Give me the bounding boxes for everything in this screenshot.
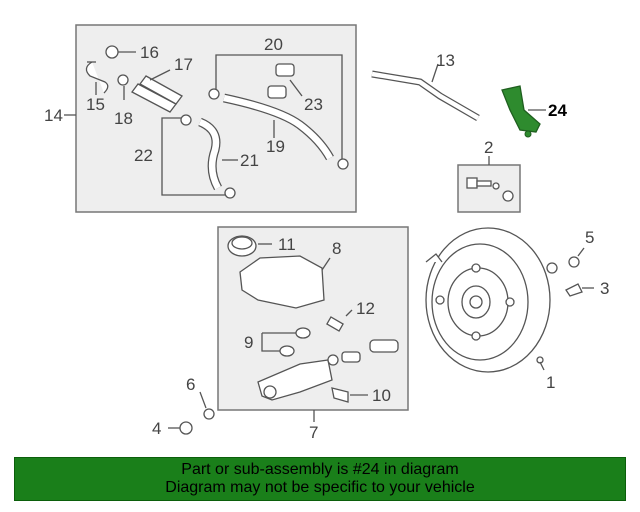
callout-10[interactable]: 10: [372, 386, 391, 405]
callout-1[interactable]: 1: [546, 373, 555, 392]
callout-21[interactable]: 21: [240, 151, 259, 170]
callout-13[interactable]: 13: [436, 51, 455, 70]
master-cylinder-group-box: [217, 226, 409, 422]
callout-18[interactable]: 18: [114, 109, 133, 128]
callout-6[interactable]: 6: [186, 375, 195, 394]
bolt-group-box: [457, 156, 521, 213]
callout-9[interactable]: 9: [244, 333, 253, 352]
bracket-part-24[interactable]: [501, 85, 546, 138]
callout-20[interactable]: 20: [264, 35, 283, 54]
callout-23[interactable]: 23: [304, 95, 323, 114]
hardware-parts: [168, 247, 594, 435]
callout-8[interactable]: 8: [332, 239, 341, 258]
brake-line-13: [371, 63, 480, 122]
callout-22[interactable]: 22: [134, 146, 153, 165]
banner-line-2: Diagram may not be specific to your vehi…: [165, 479, 475, 496]
callout-2[interactable]: 2: [484, 138, 493, 157]
callout-15[interactable]: 15: [86, 95, 105, 114]
callout-24[interactable]: 24: [548, 101, 567, 120]
callout-11[interactable]: 11: [278, 235, 296, 254]
banner-line-1: Part or sub-assembly is #24 in diagram: [181, 461, 459, 478]
callout-16[interactable]: 16: [140, 43, 159, 62]
hose-group-box: [64, 24, 357, 213]
callout-19[interactable]: 19: [266, 137, 285, 156]
callout-17[interactable]: 17: [174, 55, 193, 74]
callout-12[interactable]: 12: [356, 299, 375, 318]
callout-7[interactable]: 7: [309, 423, 318, 442]
callout-3[interactable]: 3: [600, 279, 609, 298]
callout-labels: 1 2 3 4 5 6 7 8 9 10 11 12 13 14 15 16 1…: [44, 35, 609, 442]
callout-5[interactable]: 5: [585, 228, 594, 247]
callout-4[interactable]: 4: [152, 419, 161, 438]
callout-14[interactable]: 14: [44, 106, 63, 125]
info-banner: Part or sub-assembly is #24 in diagram D…: [14, 457, 626, 501]
brake-booster-part-1: [425, 227, 558, 373]
